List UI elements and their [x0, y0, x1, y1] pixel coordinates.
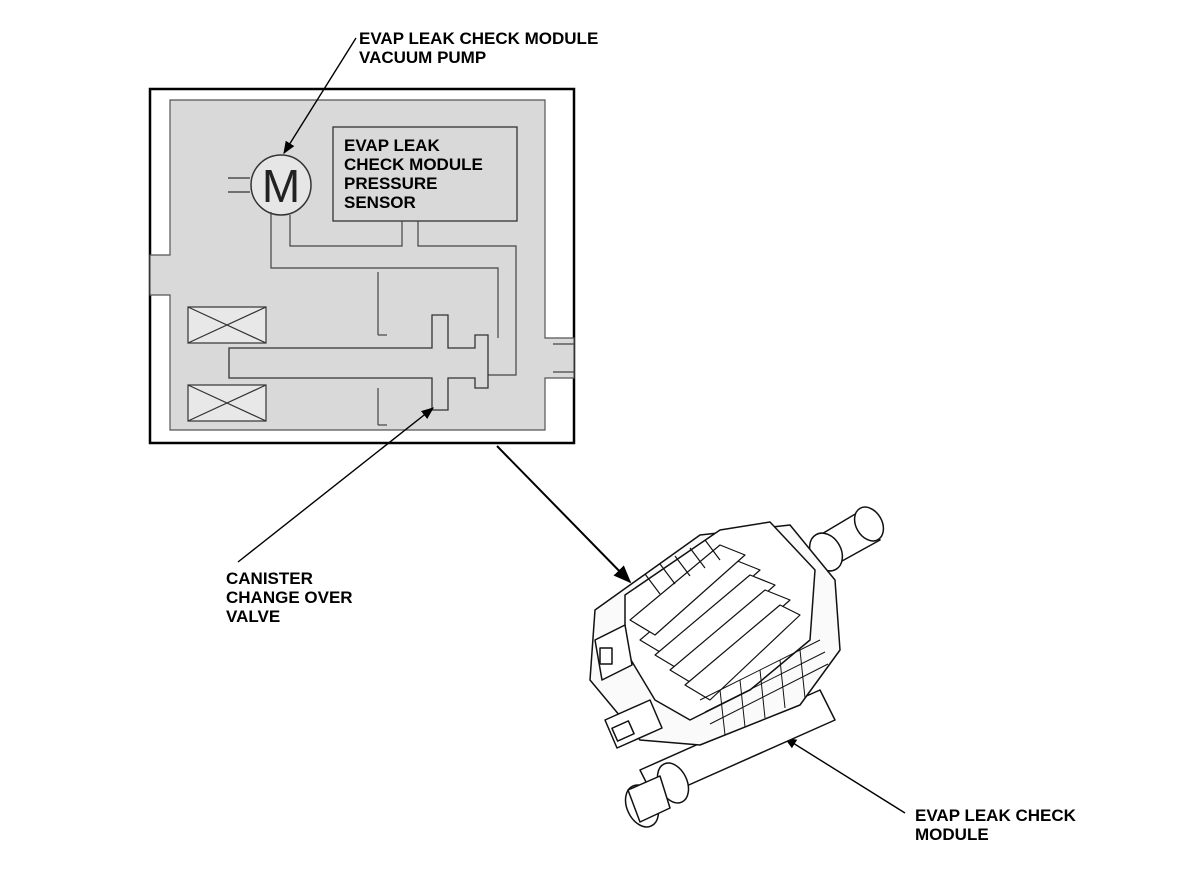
vacuum-pump-motor: M [228, 154, 312, 216]
pressure-sensor-label: EVAP LEAK CHECK MODULE PRESSURE SENSOR [344, 136, 483, 212]
module-callout-arrow [496, 445, 632, 584]
module-leader [783, 737, 906, 814]
canister-change-over-valve-label: CANISTER CHANGE OVER VALVE [226, 569, 353, 626]
schematic-panel: M [148, 87, 576, 445]
evap-leak-check-module-illustration [589, 506, 885, 828]
motor-symbol: M [262, 160, 300, 212]
vacuum-pump-leader [283, 37, 357, 155]
canister-valve-leader [237, 407, 434, 563]
solenoid-coils [187, 306, 267, 422]
pressure-sensor-box [332, 126, 518, 222]
evap-leak-check-module-label: EVAP LEAK CHECK MODULE [915, 806, 1076, 844]
leader-lines [237, 37, 906, 814]
internal-passages [270, 212, 574, 426]
canister-valve-spool [228, 314, 489, 411]
vacuum-pump-label: EVAP LEAK CHECK MODULE VACUUM PUMP [359, 29, 599, 67]
